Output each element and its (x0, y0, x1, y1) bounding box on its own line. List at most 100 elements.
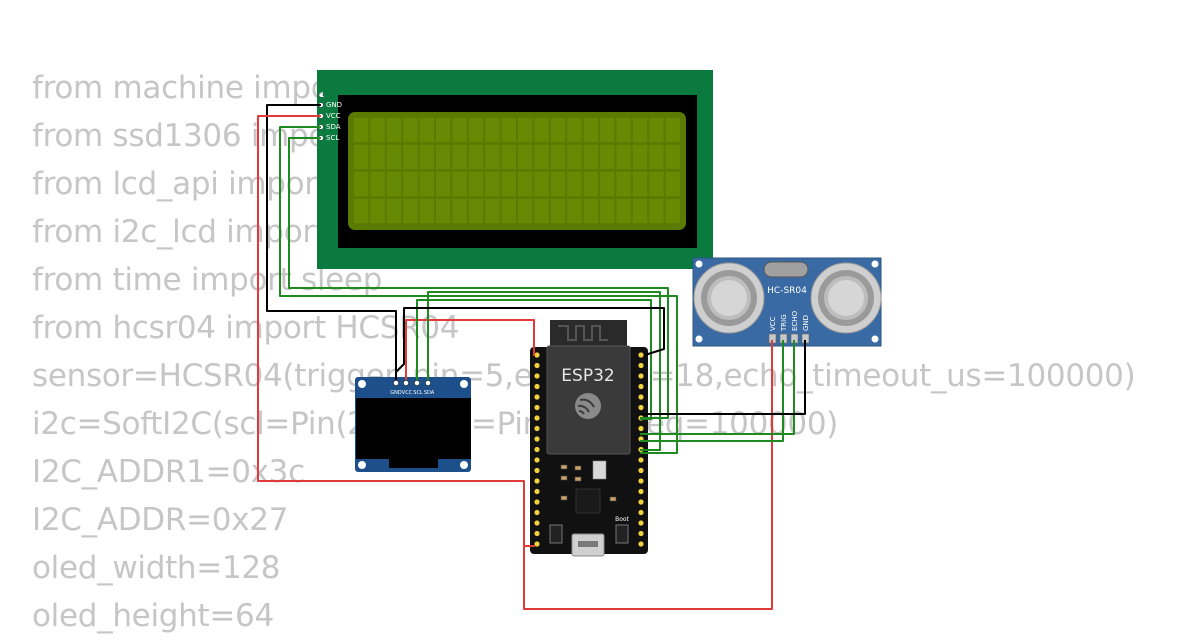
esp32-pin (638, 530, 644, 537)
circuit-canvas: 1 GND VCC SDA SCL HC-SR04 VCC TRIG (257, 70, 882, 610)
esp32-pin (534, 499, 540, 505)
esp32-pin (534, 488, 540, 495)
esp32-pin (534, 394, 540, 400)
lcd-char-grid (354, 118, 680, 223)
wire-sensor-echo (640, 340, 795, 435)
esp32-pin (638, 425, 644, 432)
lcd-char-cell (354, 145, 369, 169)
lcd-char-cell (518, 145, 533, 169)
lcd-char-cell (616, 172, 631, 196)
lcd-char-cell (649, 172, 664, 196)
esp32-board[interactable]: ESP32 Boot (530, 320, 648, 557)
esp32-pin (534, 373, 540, 379)
reset-button[interactable] (549, 524, 563, 544)
code-line: I2C_ADDR=0x27 (32, 502, 289, 538)
code-line: from hcsr04 import HCSR04 (32, 310, 460, 346)
esp32-pin (638, 457, 644, 463)
usb-port-slot (578, 541, 598, 547)
lcd-char-cell (583, 172, 598, 196)
transducer-right (810, 262, 882, 334)
lcd-char-cell (534, 145, 549, 169)
mount-hole (695, 335, 703, 343)
lcd-char-cell (386, 145, 402, 169)
lcd-char-cell (452, 145, 467, 169)
espressif-logo-icon (575, 393, 601, 419)
lcd-char-cell (501, 145, 516, 169)
lcd-char-cell (518, 199, 533, 223)
lcd-char-cell (501, 118, 516, 142)
lcd-char-cell (616, 145, 631, 169)
lcd-char-cell (632, 172, 648, 196)
sensor-pin-label: ECHO (791, 310, 799, 331)
lcd-pin-label: VCC (326, 112, 341, 120)
lcd-char-cell (485, 172, 500, 196)
lcd-char-cell (600, 172, 615, 196)
wire-sensor-trig (640, 340, 784, 442)
lcd-char-cell (649, 145, 664, 169)
lcd-char-cell (386, 199, 402, 223)
esp32-pin (638, 404, 644, 411)
transducer-left (693, 262, 765, 334)
esp32-pin (638, 373, 644, 379)
wire-oled-scl (416, 299, 652, 420)
lcd-char-cell (436, 172, 451, 196)
boot-button[interactable] (615, 524, 629, 544)
esp32-pin (638, 478, 644, 484)
esp32-pin (534, 436, 540, 442)
lcd-char-cell (518, 172, 533, 196)
wire-oled-vcc (405, 319, 535, 380)
lcd-char-cell (665, 199, 680, 223)
lcd-char-cell (436, 118, 451, 142)
esp32-pin (534, 446, 540, 453)
lcd-char-cell (534, 172, 549, 196)
lcd-char-cell (403, 118, 418, 142)
wire-lcd-scl (288, 137, 669, 419)
lcd-pin-label: GND (326, 101, 342, 109)
oled-screen (356, 398, 471, 459)
lcd-pin-label: 1 (320, 91, 324, 99)
lcd-char-cell (665, 118, 680, 142)
lcd-char-cell (600, 145, 615, 169)
lcd-char-cell (386, 118, 402, 142)
mount-hole (358, 380, 366, 388)
lcd-char-cell (354, 199, 369, 223)
esp32-pin (534, 457, 540, 463)
esp32-pin (638, 362, 644, 369)
lcd-char-cell (583, 118, 598, 142)
esp32-pin (638, 383, 644, 390)
oled-pins (393, 380, 431, 386)
lcd-char-cell (354, 172, 369, 196)
esp32-components (560, 460, 617, 514)
esp32-pin (638, 352, 644, 358)
lcd-module[interactable]: 1 GND VCC SDA SCL (317, 70, 713, 269)
wire-oled-sda (427, 291, 661, 451)
sensor-pin-label: TRIG (780, 314, 788, 332)
wire-lcd-vcc (257, 115, 535, 547)
lcd-char-cell (632, 118, 648, 142)
lcd-char-cell (567, 145, 582, 169)
lcd-char-cell (419, 145, 434, 169)
esp32-pin (534, 404, 540, 411)
sensor-pin-label: VCC (769, 316, 777, 331)
lcd-char-cell (485, 199, 500, 223)
mount-hole (871, 335, 879, 343)
lcd-char-cell (419, 199, 434, 223)
mount-hole (871, 260, 879, 268)
oled-display[interactable]: GND VCC SCL SDA (355, 377, 471, 472)
lcd-char-cell (632, 145, 648, 169)
lcd-char-cell (485, 145, 500, 169)
sensor-pin-label: GND (802, 315, 810, 331)
lcd-char-cell (468, 145, 484, 169)
mount-hole (695, 260, 703, 268)
lcd-char-cell (600, 199, 615, 223)
lcd-char-cell (370, 118, 385, 142)
esp32-pin (638, 520, 644, 526)
lcd-char-cell (436, 145, 451, 169)
oled-pin-label: GND (390, 390, 402, 396)
lcd-char-cell (419, 172, 434, 196)
lcd-char-cell (403, 145, 418, 169)
lcd-char-cell (550, 199, 566, 223)
hcsr04-sensor[interactable]: HC-SR04 VCC TRIG ECHO GND (692, 257, 882, 347)
lcd-char-cell (649, 118, 664, 142)
esp32-pin (638, 499, 644, 505)
